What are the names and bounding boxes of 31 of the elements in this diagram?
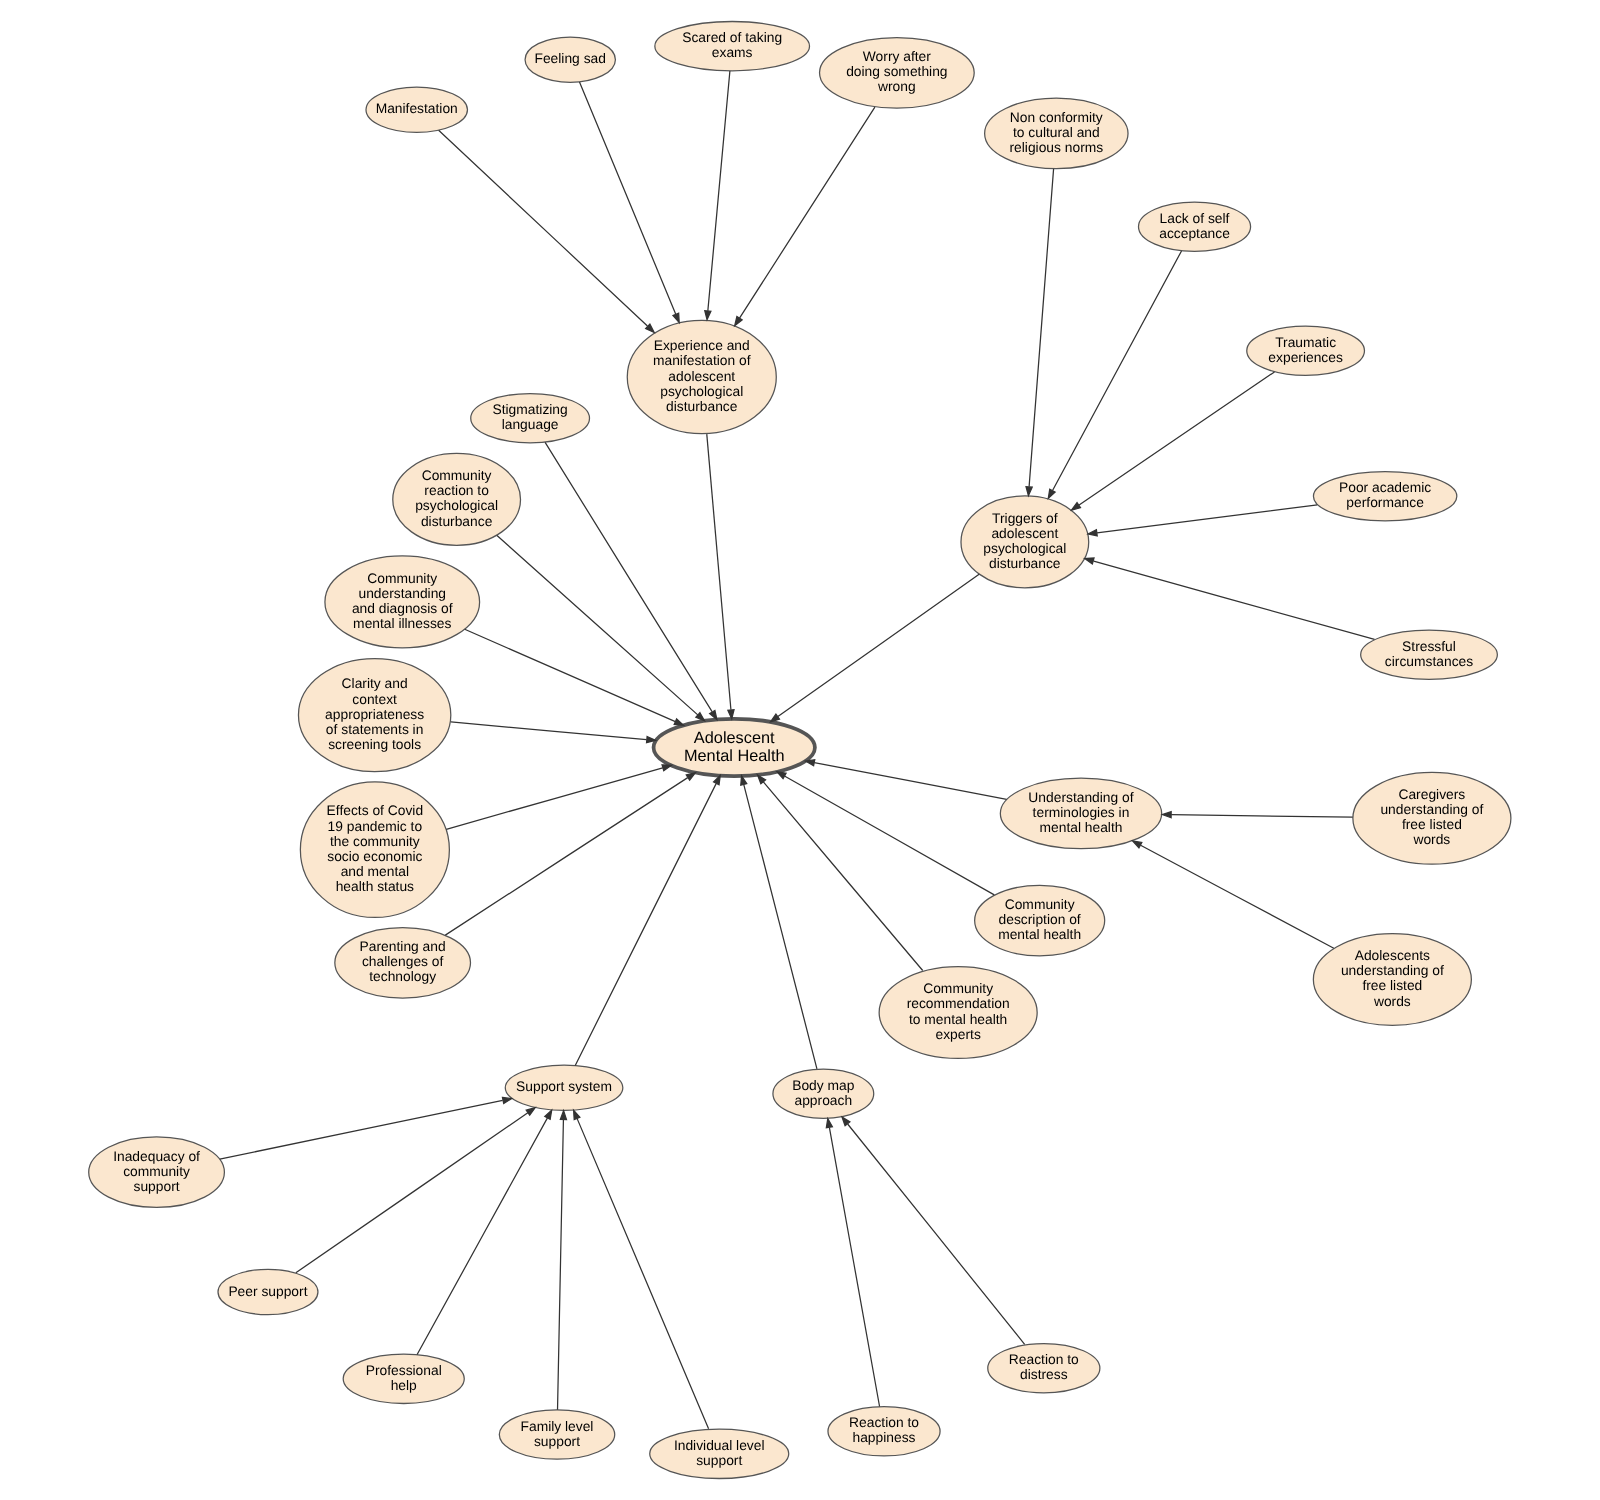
arrow [775, 770, 995, 896]
arrow [1069, 371, 1276, 512]
arrow [438, 129, 656, 334]
arrow [450, 721, 658, 744]
arrow [733, 106, 876, 328]
arrow [578, 81, 680, 325]
arrow [756, 773, 924, 972]
arrow [1082, 557, 1376, 641]
arrow [544, 441, 718, 722]
arrow [444, 771, 697, 936]
arrow [768, 573, 980, 723]
arrow [574, 773, 722, 1067]
arrow [703, 70, 731, 322]
arrow [496, 534, 706, 723]
arrow [1160, 810, 1354, 819]
arrow [740, 774, 818, 1070]
arrow [464, 628, 686, 726]
arrow [572, 1108, 710, 1430]
arrow [295, 1106, 537, 1274]
arrow [706, 433, 735, 721]
arrow [825, 1116, 881, 1408]
arrow [219, 1096, 514, 1160]
arrow [1025, 168, 1055, 498]
arrow [803, 758, 1008, 800]
arrow [1086, 504, 1318, 537]
arrow [1047, 250, 1183, 501]
arrow [556, 1108, 568, 1411]
arrow [416, 1108, 553, 1356]
arrow [840, 1115, 1026, 1345]
arrow [445, 764, 674, 830]
arrow [1130, 840, 1335, 949]
